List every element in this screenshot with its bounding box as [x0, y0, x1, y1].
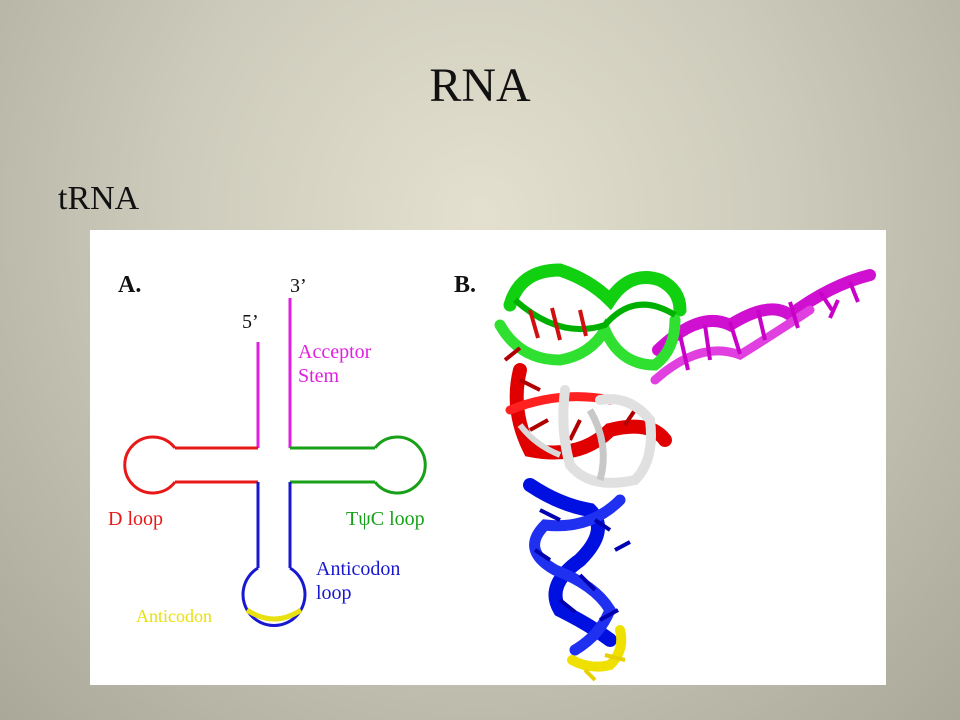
anticodon-label: Anticodon [136, 606, 212, 626]
ribbon-acceptor-helix [650, 269, 876, 385]
panel-b-label: B. [454, 272, 476, 298]
t-arm [290, 435, 427, 495]
anticodon-loop-label-line2: loop [316, 582, 352, 604]
acceptor-stem [256, 298, 292, 448]
anticodon-arm [241, 482, 307, 627]
acceptor-stem-label-line2: Stem [298, 365, 340, 387]
slide-subtitle: tRNA [58, 180, 140, 217]
panel-a-label: A. [118, 272, 141, 298]
trna-figure: A. [90, 230, 886, 685]
ribbon-t-loop [494, 263, 687, 371]
panel-b-3d-structure: B. [454, 263, 876, 682]
three-prime-label: 3’ [290, 275, 307, 297]
d-loop-label: D loop [108, 508, 163, 530]
five-prime-label: 5’ [242, 311, 259, 333]
ribbon-variable-loop [517, 385, 656, 488]
ribbon-anticodon-stem [523, 478, 631, 656]
anticodon-loop-label-line1: Anticodon [316, 558, 400, 580]
anticodon-segment [245, 607, 303, 622]
trna-figure-svg: A. [108, 263, 876, 682]
panel-a-schematic: A. [108, 272, 427, 627]
ribbon-anticodon [567, 625, 627, 682]
acceptor-stem-label-line1: Acceptor [298, 341, 372, 363]
d-arm [123, 435, 258, 495]
t-loop-label: TψC loop [346, 508, 425, 530]
slide-title: RNA [429, 59, 531, 112]
